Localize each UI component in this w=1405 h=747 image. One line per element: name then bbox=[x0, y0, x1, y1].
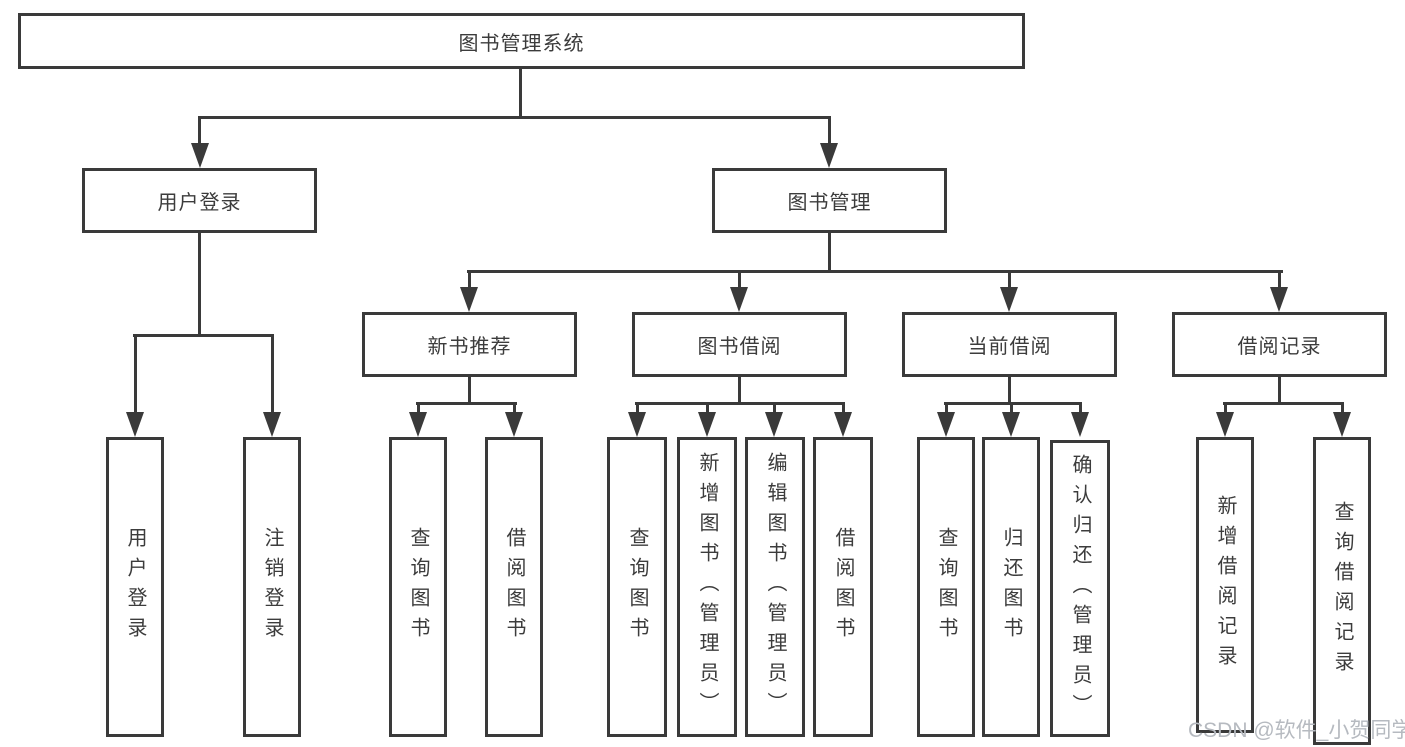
node-user-login: 用户登录 bbox=[82, 168, 317, 233]
connector-line bbox=[1278, 270, 1281, 290]
connector-line bbox=[1224, 402, 1227, 414]
connector-line bbox=[944, 402, 1082, 405]
csdn-watermark: CSDN @软件_小贺同学 bbox=[1188, 719, 1405, 742]
arrowhead-down-icon bbox=[765, 412, 783, 437]
leaf-borrow-edit-book-admin: 编辑图书（管理员） bbox=[745, 437, 805, 737]
arrowhead-down-icon bbox=[1071, 412, 1089, 437]
arrowhead-down-icon bbox=[191, 143, 209, 168]
arrowhead-down-icon bbox=[1002, 412, 1020, 437]
connector-line bbox=[417, 402, 420, 414]
arrowhead-down-icon bbox=[820, 143, 838, 168]
arrowhead-down-icon bbox=[505, 412, 523, 437]
arrowhead-down-icon bbox=[263, 412, 281, 437]
leaf-current-query-book-label: 查询图书 bbox=[935, 527, 957, 647]
leaf-current-query-book: 查询图书 bbox=[917, 437, 975, 737]
connector-line bbox=[828, 116, 831, 146]
connector-line bbox=[1341, 402, 1344, 414]
connector-line bbox=[1223, 402, 1344, 405]
node-borrow-records: 借阅记录 bbox=[1172, 312, 1387, 377]
node-new-book-recommend: 新书推荐 bbox=[362, 312, 577, 377]
leaf-newbooks-query-book-label: 查询图书 bbox=[407, 527, 429, 647]
arrowhead-down-icon bbox=[1333, 412, 1351, 437]
node-book-borrow: 图书借阅 bbox=[632, 312, 847, 377]
node-library-system: 图书管理系统 bbox=[18, 13, 1025, 69]
connector-line bbox=[828, 233, 831, 273]
leaf-logout-label: 注销登录 bbox=[261, 527, 283, 647]
connector-line bbox=[467, 270, 1283, 273]
connector-line bbox=[1010, 402, 1013, 414]
leaf-records-add-record: 新增借阅记录 bbox=[1196, 437, 1254, 733]
connector-line bbox=[468, 377, 471, 405]
node-book-management: 图书管理 bbox=[712, 168, 947, 233]
leaf-records-add-record-label: 新增借阅记录 bbox=[1214, 495, 1236, 675]
node-current-borrow-label: 当前借阅 bbox=[967, 336, 1052, 358]
leaf-newbooks-borrow-book-label: 借阅图书 bbox=[503, 527, 525, 647]
connector-line bbox=[519, 69, 522, 117]
arrowhead-down-icon bbox=[1270, 287, 1288, 312]
connector-line bbox=[1278, 377, 1281, 405]
node-book-management-label: 图书管理 bbox=[787, 192, 872, 214]
leaf-borrow-add-book-admin-label: 新增图书（管理员） bbox=[696, 452, 718, 722]
connector-line bbox=[706, 402, 709, 414]
leaf-user-login: 用户登录 bbox=[106, 437, 164, 737]
leaf-current-confirm-return-admin: 确认归还（管理员） bbox=[1050, 440, 1110, 737]
node-borrow-records-label: 借阅记录 bbox=[1237, 336, 1322, 358]
arrowhead-down-icon bbox=[1000, 287, 1018, 312]
connector-line bbox=[636, 402, 639, 414]
connector-line bbox=[773, 402, 776, 414]
leaf-user-login-label: 用户登录 bbox=[124, 527, 146, 647]
node-current-borrow: 当前借阅 bbox=[902, 312, 1117, 377]
connector-line bbox=[1008, 270, 1011, 290]
connector-line bbox=[198, 116, 831, 119]
connector-line bbox=[945, 402, 948, 414]
leaf-borrow-query-book-label: 查询图书 bbox=[626, 527, 648, 647]
connector-line bbox=[134, 334, 137, 414]
leaf-current-confirm-return-admin-label: 确认归还（管理员） bbox=[1069, 453, 1091, 724]
arrowhead-down-icon bbox=[460, 287, 478, 312]
arrowhead-down-icon bbox=[409, 412, 427, 437]
leaf-records-query-record: 查询借阅记录 bbox=[1313, 437, 1371, 745]
connector-line bbox=[198, 116, 201, 146]
node-user-login-label: 用户登录 bbox=[157, 192, 242, 214]
connector-line bbox=[1008, 377, 1011, 405]
connector-line bbox=[842, 402, 845, 414]
connector-line bbox=[513, 402, 516, 414]
leaf-borrow-edit-book-admin-label: 编辑图书（管理员） bbox=[764, 452, 786, 722]
leaf-borrow-add-book-admin: 新增图书（管理员） bbox=[677, 437, 737, 737]
leaf-borrow-borrow-book: 借阅图书 bbox=[813, 437, 873, 737]
arrowhead-down-icon bbox=[937, 412, 955, 437]
node-book-borrow-label: 图书借阅 bbox=[697, 336, 782, 358]
leaf-newbooks-query-book: 查询图书 bbox=[389, 437, 447, 737]
leaf-borrow-query-book: 查询图书 bbox=[607, 437, 667, 737]
arrowhead-down-icon bbox=[834, 412, 852, 437]
node-library-system-label: 图书管理系统 bbox=[458, 32, 585, 55]
leaf-logout: 注销登录 bbox=[243, 437, 301, 737]
connector-line bbox=[198, 233, 201, 337]
connector-line bbox=[468, 270, 471, 290]
connector-line bbox=[1079, 402, 1082, 414]
connector-line bbox=[271, 334, 274, 414]
leaf-records-query-record-label: 查询借阅记录 bbox=[1331, 501, 1353, 681]
arrowhead-down-icon bbox=[730, 287, 748, 312]
leaf-current-return-book: 归还图书 bbox=[982, 437, 1040, 737]
connector-line bbox=[416, 402, 517, 405]
arrowhead-down-icon bbox=[698, 412, 716, 437]
connector-line bbox=[133, 334, 274, 337]
connector-line bbox=[738, 270, 741, 290]
arrowhead-down-icon bbox=[628, 412, 646, 437]
arrowhead-down-icon bbox=[126, 412, 144, 437]
leaf-current-return-book-label: 归还图书 bbox=[1000, 527, 1022, 647]
connector-line bbox=[738, 377, 741, 405]
leaf-borrow-borrow-book-label: 借阅图书 bbox=[832, 527, 854, 647]
connector-line bbox=[635, 402, 845, 405]
arrowhead-down-icon bbox=[1216, 412, 1234, 437]
node-new-book-recommend-label: 新书推荐 bbox=[427, 336, 512, 358]
leaf-newbooks-borrow-book: 借阅图书 bbox=[485, 437, 543, 737]
